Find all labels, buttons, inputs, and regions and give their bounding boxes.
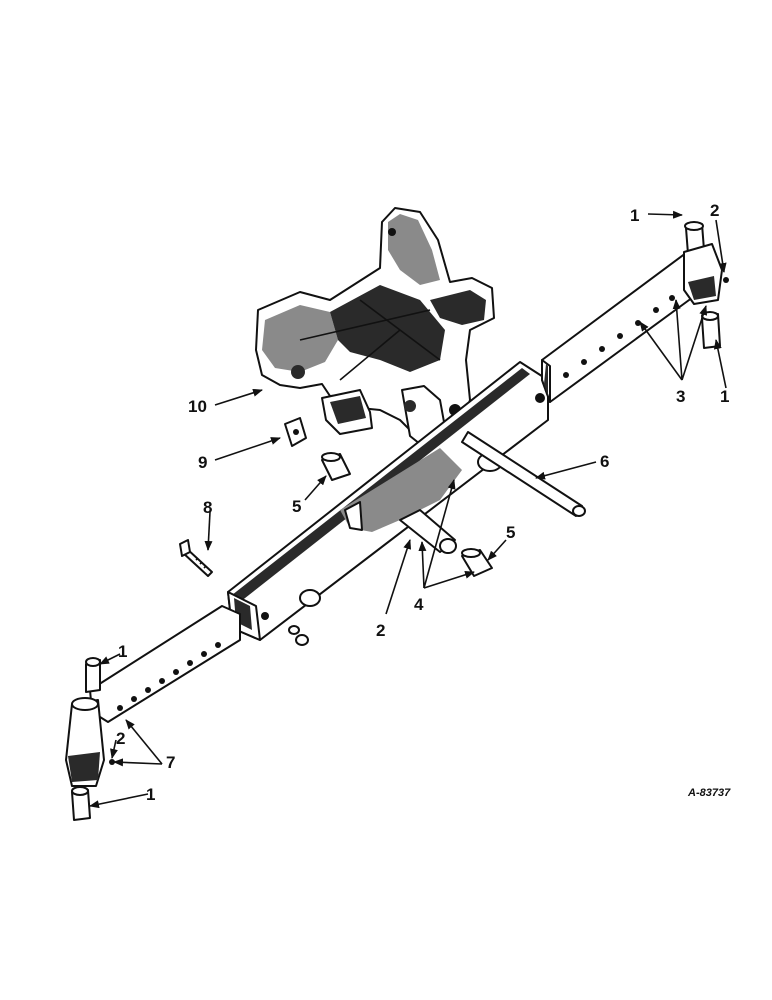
left-spindle-drawing (65, 657, 115, 821)
right-extension-drawing (541, 249, 701, 403)
bushing-tube-drawing (399, 509, 457, 554)
callout-9: 9 (198, 453, 207, 472)
callout-5-upper: 5 (292, 497, 301, 516)
bushing-upper-drawing (321, 452, 351, 481)
reference-code: A-83737 (687, 787, 731, 799)
callout-6: 6 (600, 452, 609, 471)
callout-4: 4 (414, 595, 424, 614)
left-extension-drawing (89, 605, 241, 723)
callout-3: 3 (676, 387, 685, 406)
plate-drawing (284, 417, 307, 447)
callout-8: 8 (203, 498, 212, 517)
callout-2-center: 2 (376, 621, 385, 640)
callout-5-lower: 5 (506, 523, 515, 542)
callout-1-left-top: 1 (118, 642, 127, 661)
bolt-drawing (179, 539, 213, 577)
pivot-pin-drawing (461, 431, 586, 517)
callout-1-left-bottom: 1 (146, 785, 155, 804)
callout-1-right-bottom: 1 (720, 387, 729, 406)
callout-10: 10 (188, 397, 207, 416)
bushing-lower-drawing (461, 548, 493, 577)
callout-2-left: 2 (116, 729, 125, 748)
callout-2-right: 2 (710, 201, 719, 220)
callout-1-right-top: 1 (630, 206, 639, 225)
leader-lines (89, 210, 727, 809)
callout-7: 7 (166, 753, 175, 772)
right-spindle-drawing (683, 221, 729, 349)
